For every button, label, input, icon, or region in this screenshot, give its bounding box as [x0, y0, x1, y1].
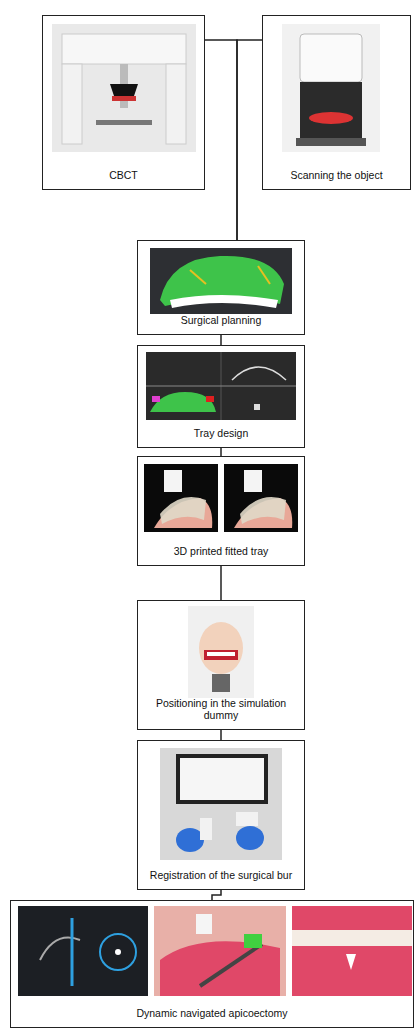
- box-label: Registration of the surgical bur: [140, 869, 302, 882]
- process-box: CBCT: [42, 15, 205, 190]
- process-box: Dynamic navigated apicoectomy: [10, 900, 414, 1028]
- process-box: Registration of the surgical bur: [137, 740, 305, 890]
- process-box: Tray design: [137, 345, 305, 448]
- connector-line: [220, 730, 222, 740]
- connector-line: [212, 890, 221, 900]
- box-label: 3D printed fitted tray: [140, 545, 302, 558]
- connector-line: [237, 40, 262, 240]
- connector-line: [220, 448, 222, 456]
- cbct-photo: [52, 24, 196, 152]
- tray-photos: [144, 464, 298, 532]
- dummy-photo: [188, 606, 254, 698]
- process-box: Positioning in the simulation dummy: [137, 600, 305, 730]
- registration-photo: [160, 748, 282, 860]
- connector-line: [205, 40, 237, 240]
- box-label: Tray design: [140, 427, 302, 440]
- box-label: Positioning in the simulation dummy: [140, 697, 302, 722]
- box-label: Dynamic navigated apicoectomy: [13, 1007, 411, 1020]
- box-label: Scanning the object: [265, 169, 408, 182]
- connector-line: [220, 335, 222, 345]
- process-box: Surgical planning: [137, 240, 305, 335]
- tray-screenshot: [146, 352, 296, 420]
- process-box: 3D printed fitted tray: [137, 456, 305, 566]
- scanner-photo: [282, 24, 380, 152]
- navigation-photos: [18, 906, 412, 996]
- process-box: Scanning the object: [262, 15, 411, 190]
- planning-screenshot: [150, 248, 292, 314]
- box-label: CBCT: [45, 169, 202, 182]
- connector-line: [220, 566, 222, 600]
- box-label: Surgical planning: [140, 314, 302, 327]
